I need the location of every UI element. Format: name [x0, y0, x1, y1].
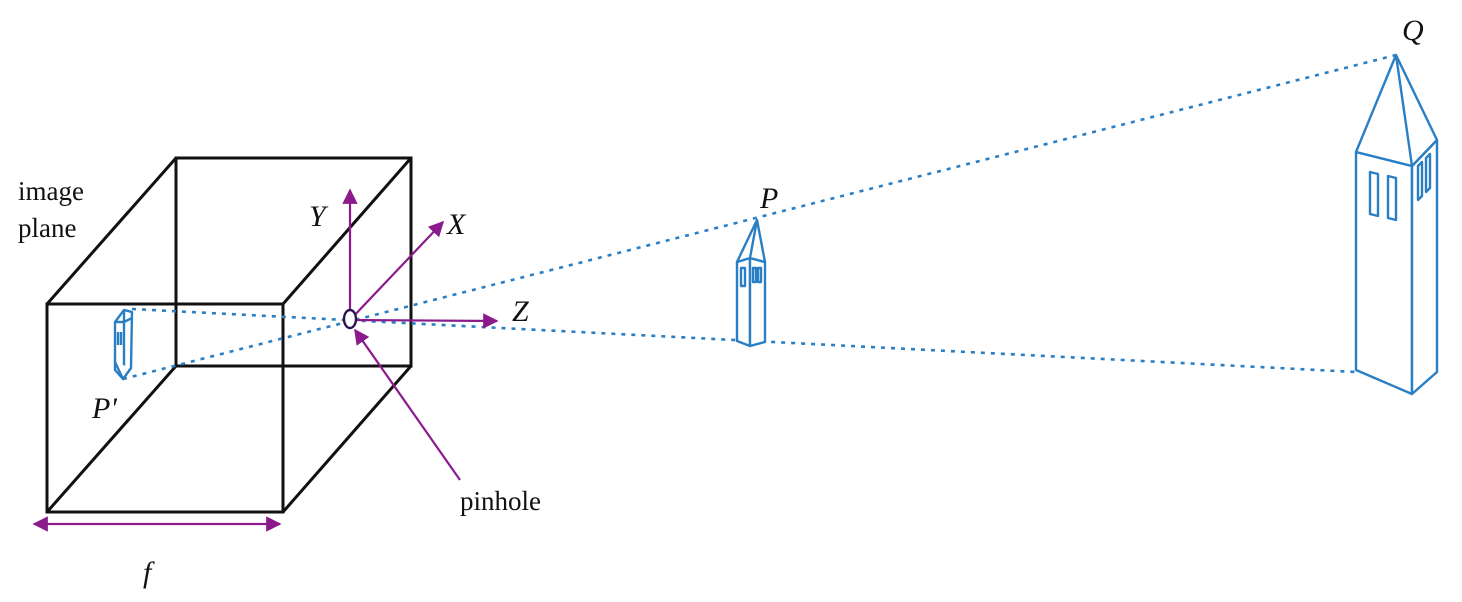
point-p-label: P [759, 182, 778, 215]
camera-box [45, 156, 413, 514]
image-plane-label-line1: image [18, 176, 84, 206]
pinhole-label: pinhole [460, 486, 541, 516]
z-axis-arrow [349, 313, 499, 329]
x-axis-label: X [446, 208, 467, 241]
point-p-image-label: P' [91, 392, 117, 425]
coordinate-axes [342, 188, 499, 481]
inverted-image-tower [113, 308, 134, 381]
point-q-label: Q [1402, 14, 1424, 47]
focal-length-label: f [143, 556, 155, 589]
x-axis-arrow [349, 220, 445, 321]
image-plane-label-line2: plane [18, 213, 76, 243]
y-axis-label: Y [309, 200, 329, 233]
near-tower [735, 218, 767, 348]
far-tower-spire [1354, 53, 1439, 168]
z-axis-label: Z [512, 295, 529, 328]
far-tower-body-front [1354, 150, 1414, 396]
pinhole-pointer-arrow [354, 328, 461, 481]
camera-box-back-face [174, 156, 413, 368]
far-tower [1354, 53, 1439, 396]
camera-box-front-face [45, 302, 285, 514]
camera-box-edges [45, 157, 413, 513]
pinhole-aperture [342, 308, 358, 330]
far-tower-body-side [1410, 138, 1439, 396]
near-tower-spire [735, 218, 767, 264]
far-tower-windows [1368, 170, 1398, 222]
